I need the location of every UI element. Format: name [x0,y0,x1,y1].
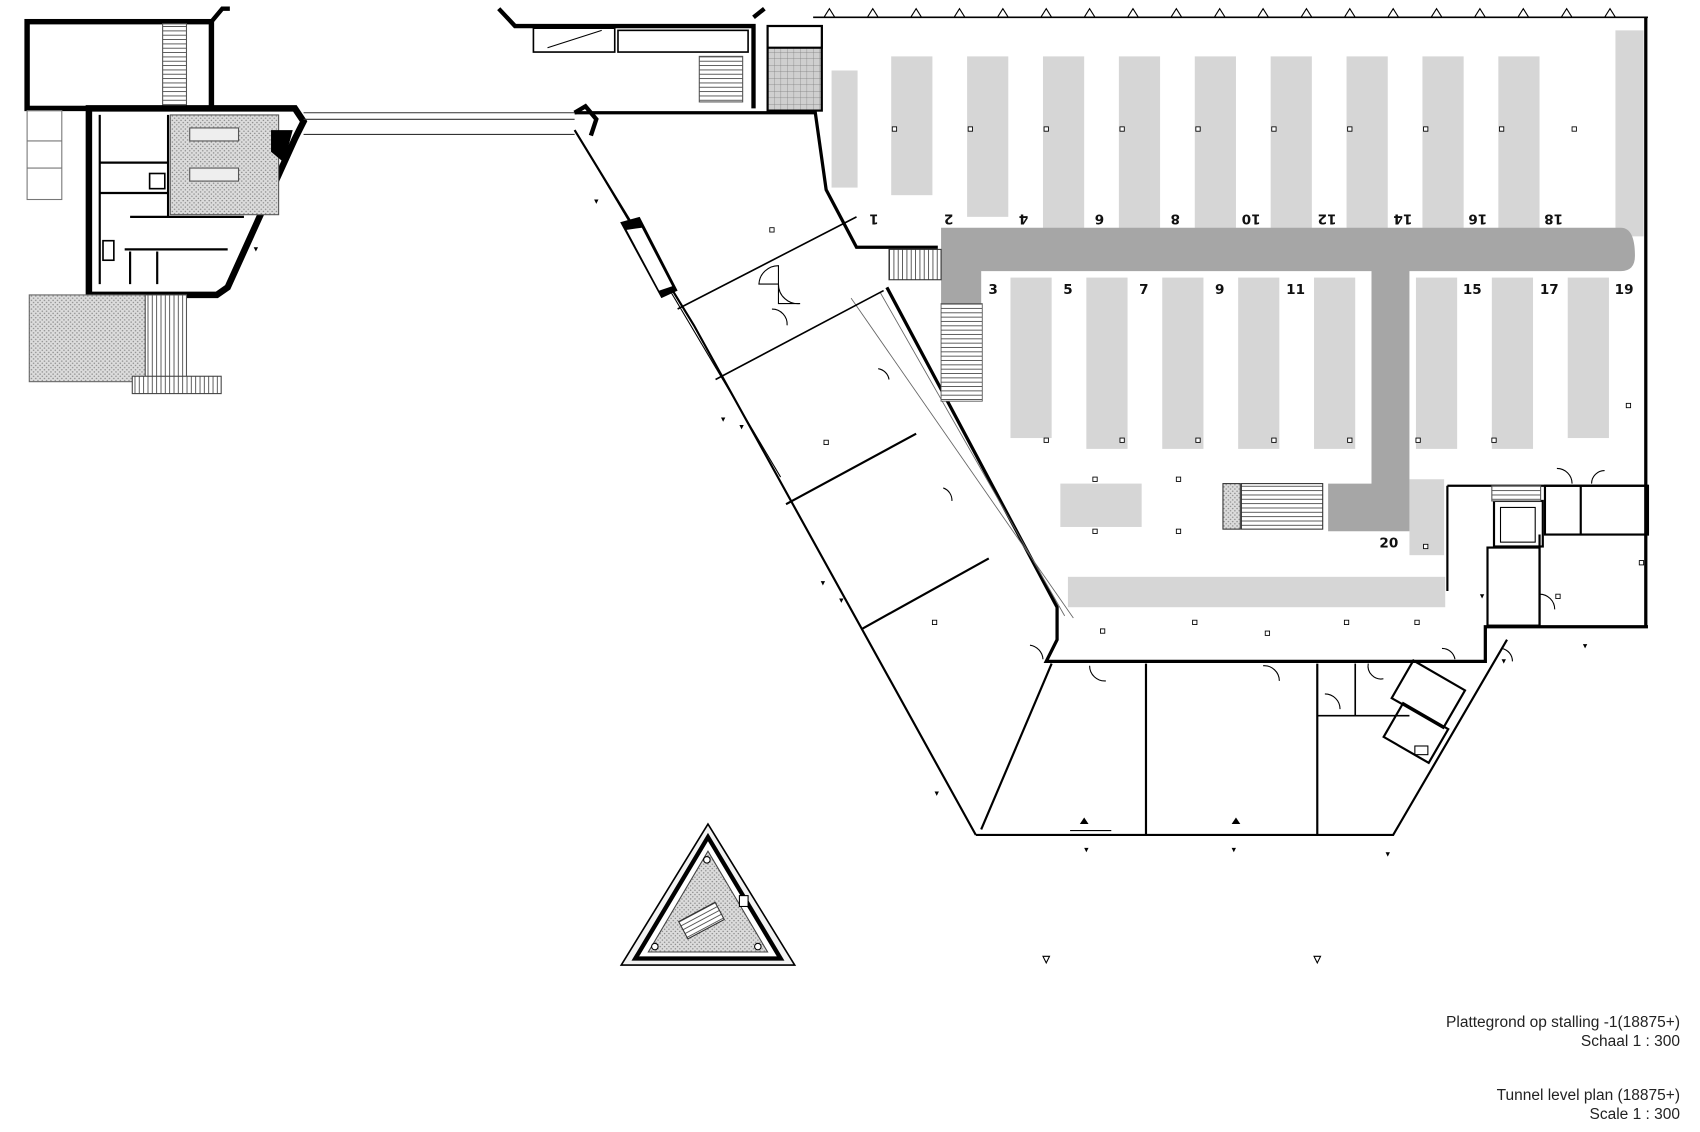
caption-dutch-scale: Schaal 1 : 300 [1580,1033,1680,1050]
facade-arrows [594,199,1588,796]
bay-number: 14 [1394,211,1413,227]
triangle-kiosk [619,822,797,966]
bay-number: 10 [1242,211,1261,227]
bay-number: 9 [1215,282,1224,298]
central-aisle [888,227,1635,532]
top-middle-block [497,6,823,112]
bay-number: 6 [1095,211,1104,227]
caption-english: Tunnel level plan (18875+) Scale 1 : 300 [1497,1086,1680,1124]
bay-number: 5 [1063,282,1072,298]
bay-number: 15 [1463,282,1482,298]
bay-number: 1 [869,211,878,227]
bay-number: 18 [1544,211,1563,227]
bay-number: 3 [988,282,997,298]
main-building [573,7,1648,857]
bay-number: 12 [1318,211,1337,227]
column-markers [769,126,1645,636]
bay-number: 4 [1019,211,1028,227]
bay-number: 19 [1615,282,1634,298]
bicycle-racks [831,30,1644,608]
bridge [303,112,575,135]
bay-number: 2 [944,211,953,227]
caption-english-scale: Scale 1 : 300 [1589,1106,1680,1123]
bay-numbers-top: 1 2 4 6 8 10 12 14 16 18 [869,211,1563,227]
bay-number: 16 [1468,211,1487,227]
bay-number: 7 [1139,282,1148,298]
caption-english-title: Tunnel level plan (18875+) [1496,1087,1680,1104]
bay-number: 8 [1171,211,1180,227]
bay-number: 17 [1540,282,1559,298]
caption-dutch: Plattegrond op stalling -1(18875+) Schaa… [1446,1013,1680,1051]
bay-number: 20 [1379,536,1398,552]
left-building [24,6,308,395]
bay-numbers-bottom: 3 5 7 9 11 15 17 19 20 [988,282,1633,552]
caption-dutch-title: Plattegrond op stalling -1(18875+) [1446,1014,1680,1031]
outdoor-markers [1042,955,1322,965]
bay-number: 11 [1286,282,1305,298]
service-rooms-right [1441,467,1650,662]
